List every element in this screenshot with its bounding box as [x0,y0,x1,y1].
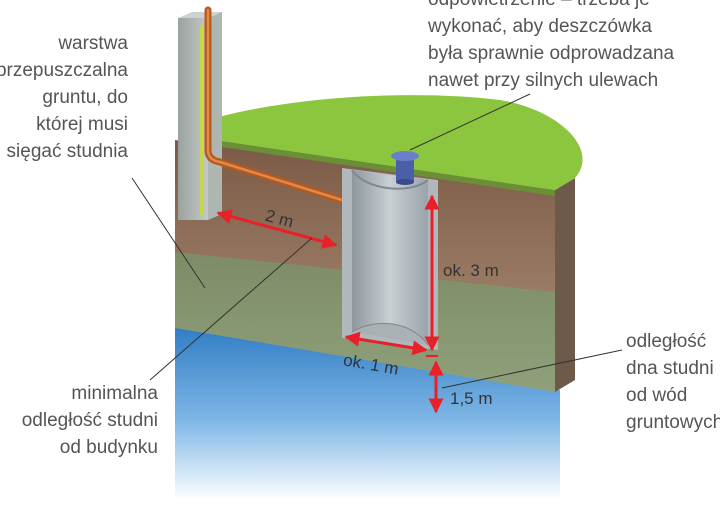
soil-side-face [555,178,575,392]
dim-label-depth: ok. 3 m [443,261,499,280]
label-permeable-layer: warstwa przepuszczalna gruntu, do której… [0,33,128,162]
groundwater-layer [175,325,560,500]
insulation-strip [200,26,204,216]
leader-top-left [131,177,206,289]
leader-bottom-left [149,237,313,381]
leader-bottom-right [441,349,623,389]
dim-label-groundwater: 1,5 m [450,389,493,408]
label-min-distance: minimalna odległość studni od budynku [21,383,158,458]
grass-edge [215,140,555,196]
arrow-well-diameter [344,331,428,356]
label-groundwater-distance: odległość dna studni od wód gruntowych [626,331,720,433]
vent-cap-icon [391,151,419,185]
grass-surface [215,95,583,190]
leader-top-right [409,93,531,151]
arrow-distance-building [216,209,338,249]
well [342,168,438,350]
label-vent: odpowietrzenie – trzeba je wykonać, aby … [428,0,675,91]
